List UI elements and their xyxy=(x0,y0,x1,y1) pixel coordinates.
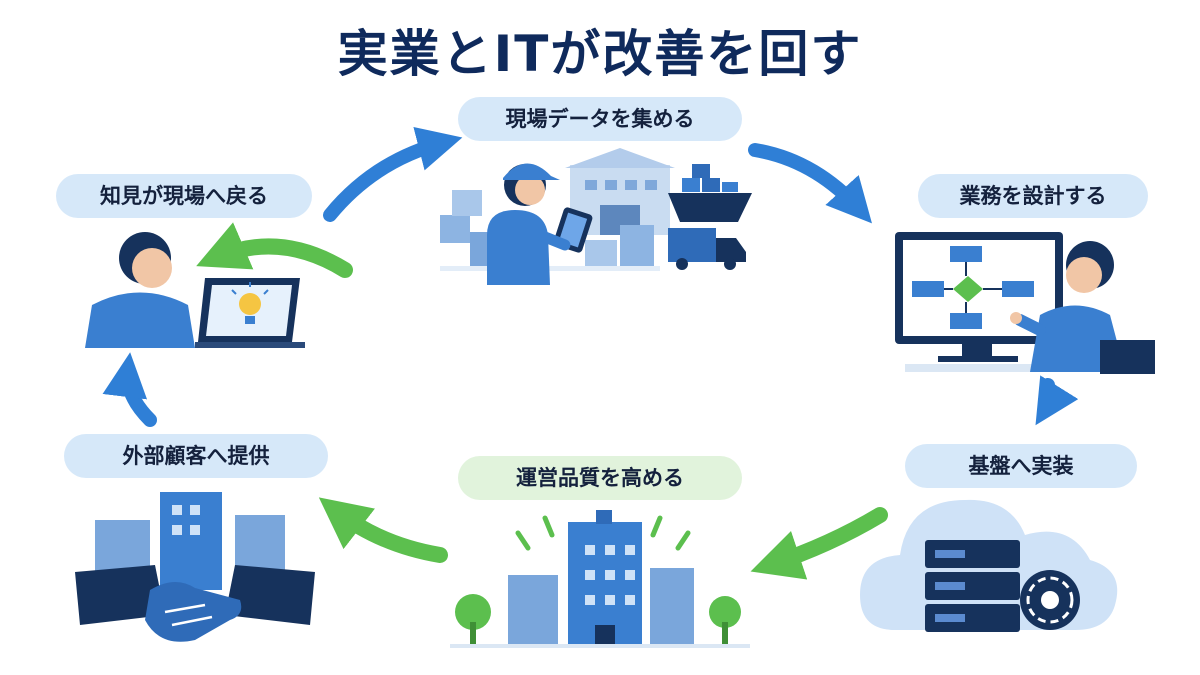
arrow-knowledge-to-data xyxy=(323,127,463,222)
page-title: 実業とITが改善を回す xyxy=(337,25,863,83)
arrow-insight-to-worker xyxy=(196,222,353,278)
arrow-customers-to-knowledge xyxy=(102,352,157,427)
person-laptop-insight-icon xyxy=(85,232,305,348)
designer-person-icon xyxy=(1010,241,1155,374)
truck-icon xyxy=(668,228,746,270)
step-knowledge-returns: 知見が現場へ戻る xyxy=(56,174,312,218)
warehouse-illustration xyxy=(440,148,675,271)
arrow-design-to-platform xyxy=(1035,375,1079,426)
step-deliver-to-customers: 外部顧客へ提供 xyxy=(64,434,328,478)
worker-with-tablet-icon xyxy=(487,163,593,285)
cloud-server-icon xyxy=(860,499,1118,632)
step-raise-operational-quality: 運営品質を高める xyxy=(458,456,742,500)
handshake-buildings-icon xyxy=(75,492,315,642)
ship-icon xyxy=(668,164,752,222)
arrow-quality-to-customers xyxy=(318,497,448,563)
office-buildings-icon xyxy=(450,510,750,648)
arrow-platform-to-quality xyxy=(750,507,888,580)
step-design-operations: 業務を設計する xyxy=(918,174,1148,218)
arrow-data-to-design xyxy=(748,143,872,224)
monitor-flowchart-icon xyxy=(895,232,1063,372)
step-collect-field-data: 現場データを集める xyxy=(458,97,742,141)
step-implement-platform: 基盤へ実装 xyxy=(905,444,1137,488)
